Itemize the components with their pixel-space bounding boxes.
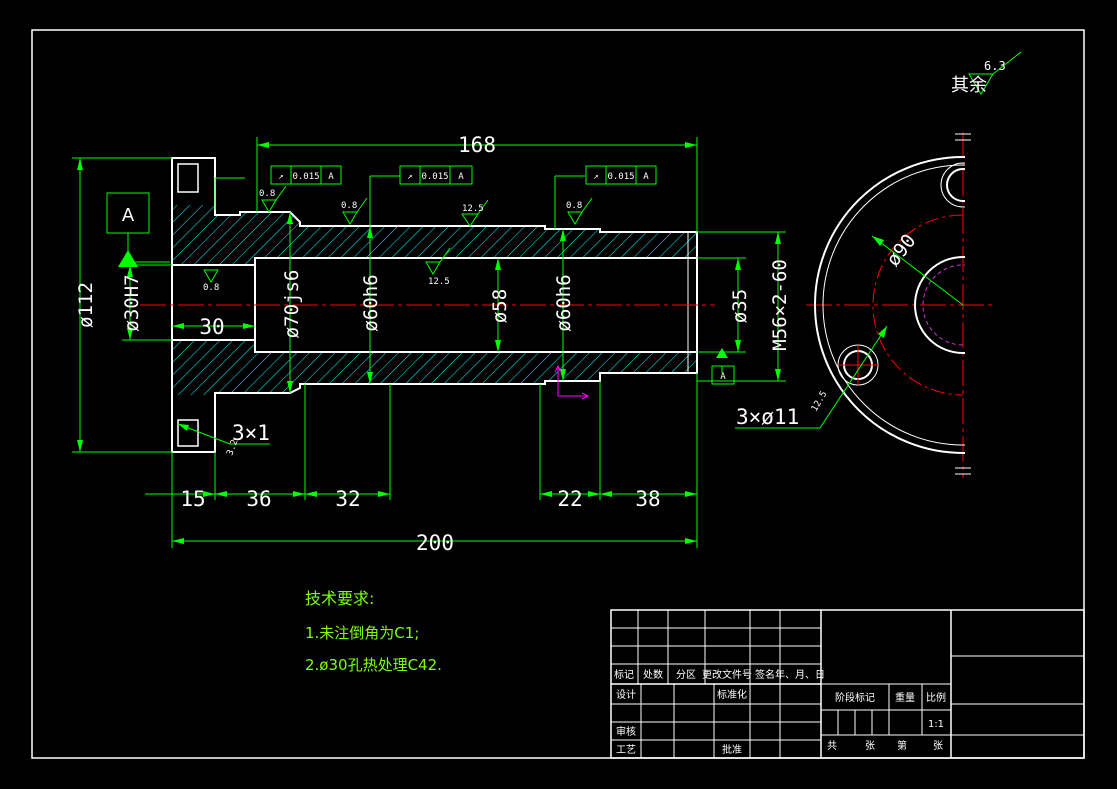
dimension-15: 15 [180,487,205,511]
dimension-200: 200 [416,531,454,555]
diameter-70js6: ø70js6 [281,270,303,339]
diameter-58: ø58 [489,289,511,323]
lower-section-hatch [172,340,697,395]
title-block-grid [610,609,1085,759]
end-view-break-marks [955,133,971,475]
roughness-value: 0.8 [341,201,357,211]
roughness-value: 12.5 [810,390,830,414]
tolerance-datum: A [458,172,464,182]
dimension-32: 32 [335,487,360,511]
holes-dimension: 3×ø11 [736,405,799,429]
roughness-value: 0.8 [259,189,275,199]
tolerance-value: 0.015 [421,172,448,182]
tb-date: 年、月、日 [775,668,825,681]
tb-zone: 分区 [676,669,696,681]
tb-scale-label: 比例 [926,691,946,704]
roughness-value: 12.5 [428,277,450,287]
hole-centerlines [838,345,878,385]
tb-review: 审核 [616,725,636,738]
diameter-35: ø35 [729,289,751,323]
tb-sheets: 张 [933,740,943,752]
runout-symbol: ↗ [593,172,598,182]
tb-design: 设计 [616,688,636,701]
part-outline [171,157,698,453]
diameter-60h6-left: ø60h6 [360,274,382,331]
tb-signature: 签名 [755,668,775,681]
roughness-value: 0.8 [203,283,219,293]
tb-sheets: 张 [865,740,875,752]
notes-line-1: 1.未注倒角为C1; [305,624,419,642]
roughness-value: 12.5 [462,204,484,214]
diameter-60h6-right: ø60h6 [553,274,575,331]
diameter-30h7: ø30H7 [121,274,143,331]
tb-total: 共 [827,740,837,752]
surface-note-value: 6.3 [984,59,1006,73]
roughness-value: 0.8 [566,201,582,211]
diameter-112: ø112 [75,282,97,328]
runout-symbol: ↗ [278,172,283,182]
roughness-symbols [203,51,1022,283]
tb-count: 处数 [643,668,663,681]
tolerance-value: 0.015 [607,172,634,182]
dimension-36: 36 [246,487,271,511]
tb-change-doc: 更改文件号 [702,668,752,681]
upper-section-hatch [172,205,697,265]
tb-standard: 标准化 [717,688,747,701]
tb-mark: 标记 [614,669,634,681]
tb-scale: 1:1 [928,719,944,730]
drawing-frame [31,29,1085,759]
tolerance-frame-3: ↗ 0.015 A [593,172,649,182]
tolerance-frame-outlines [106,165,735,385]
tolerance-frame-2: ↗ 0.015 A [407,172,464,182]
tolerance-frame-1: ↗ 0.015 A [278,172,334,182]
dimension-arrows [77,142,887,544]
dimension-38: 38 [635,487,660,511]
dimension-lines [72,137,964,548]
runout-symbol: ↗ [407,172,412,182]
chamfer-dimension: 3×1 [232,421,270,445]
dimension-30: 30 [199,315,224,339]
dimension-22: 22 [557,487,582,511]
thread-dimension: M56×2-60 [769,259,791,351]
notes-line-2: 2.ø30孔热处理C42. [305,656,442,674]
surface-note-prefix: 其余 [951,75,987,96]
ucs-marker [554,364,590,400]
tolerance-datum: A [328,172,334,182]
title-block-text: 标记 处数 分区 更改文件号 签名 年、月、日 设计 标准化 审核 工艺 批准 … [614,668,946,756]
tolerance-value: 0.015 [292,172,319,182]
tb-process: 工艺 [616,744,636,756]
tb-index: 第 [897,739,907,752]
datum-label-bottom: A [720,372,726,382]
diameter-90: ø90 [882,230,920,271]
datum-label: A [122,205,135,226]
tolerance-datum: A [643,172,649,182]
notes-title: 技术要求: [305,589,374,608]
tb-stage-mark: 阶段标记 [835,691,875,704]
tb-approve: 批准 [722,743,742,756]
tb-weight: 重量 [895,691,915,704]
dimension-168: 168 [458,133,496,157]
